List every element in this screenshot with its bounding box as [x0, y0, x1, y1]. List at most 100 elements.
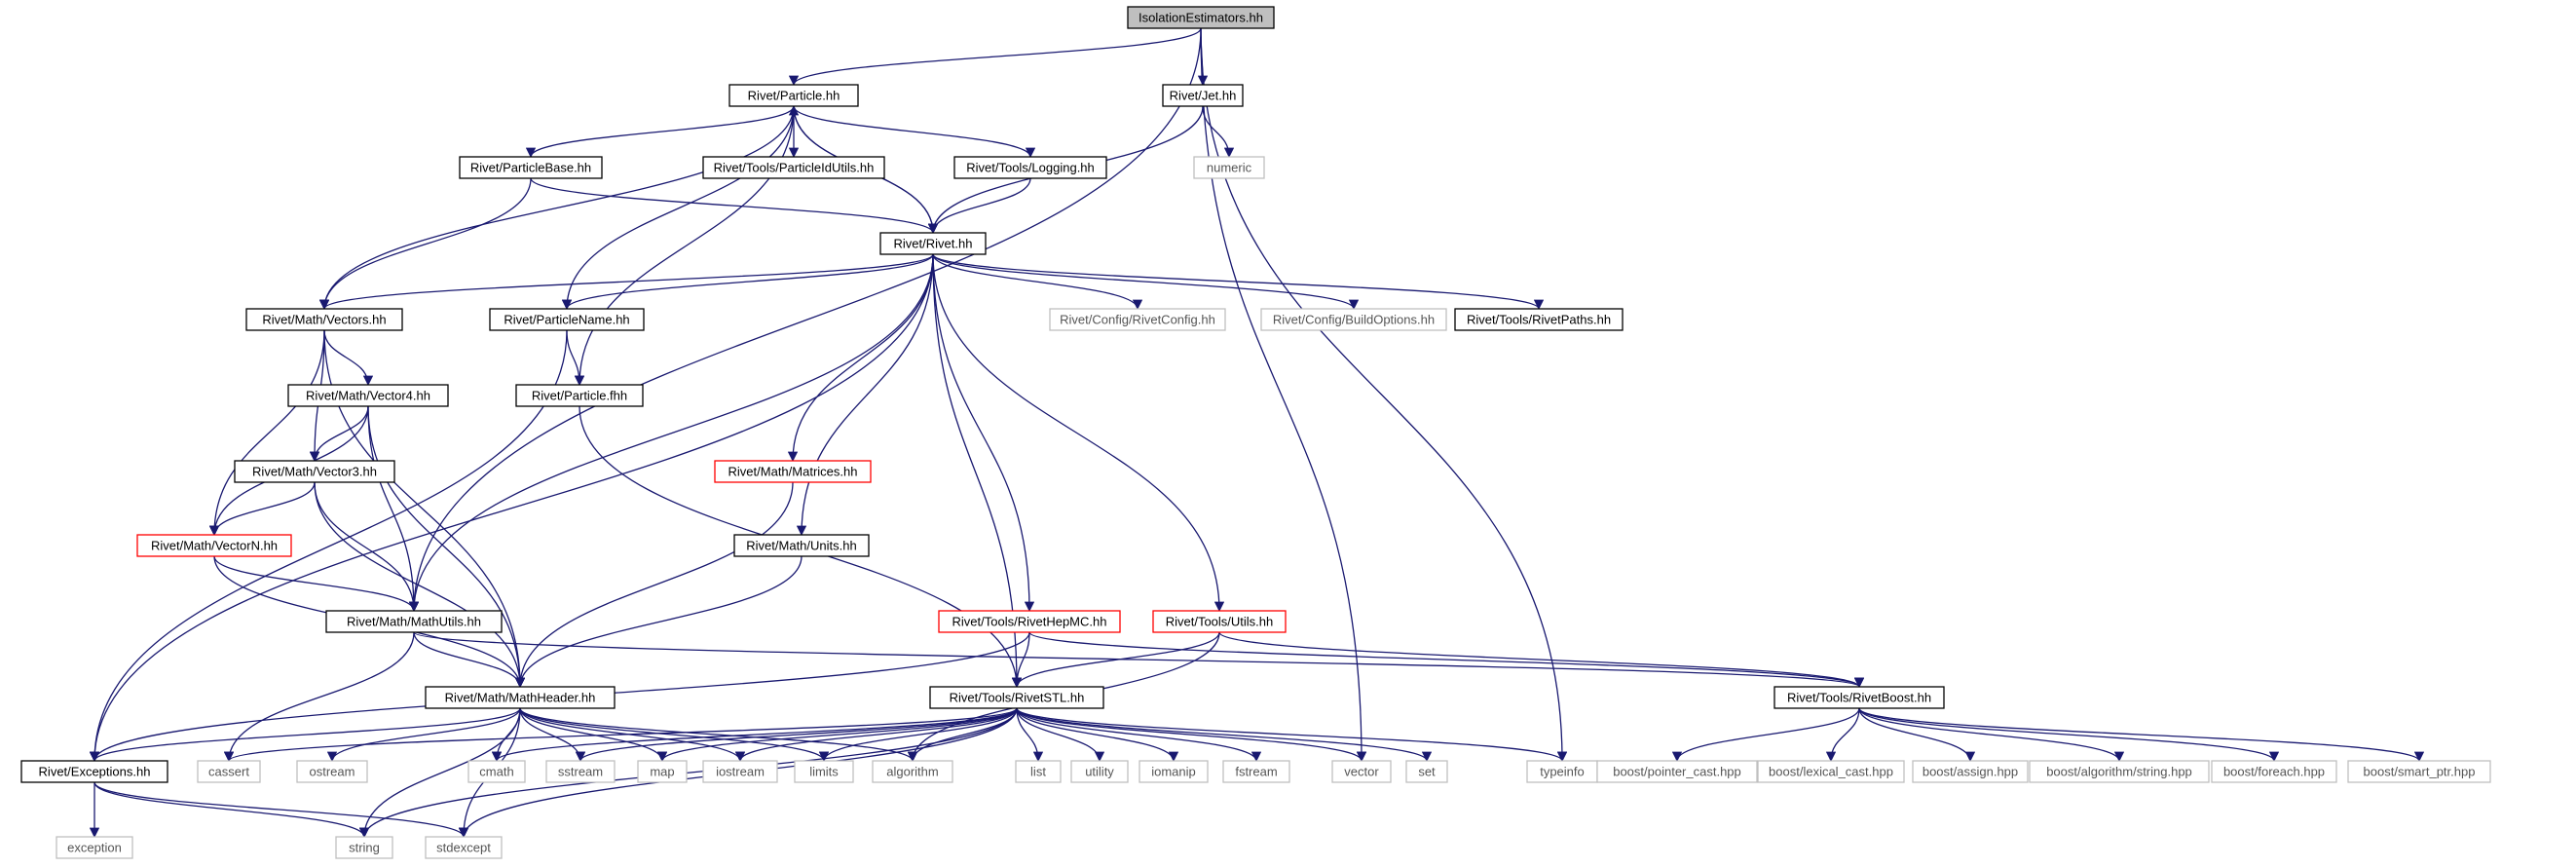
edge-stl-to-cassert	[224, 707, 1018, 763]
edge-rivet-to-mathutils	[408, 253, 934, 613]
node-label: Rivet/Config/BuildOptions.hh	[1273, 313, 1435, 327]
node-label: Rivet/Math/MathHeader.hh	[445, 691, 596, 705]
node-label: boost/smart_ptr.hpp	[2364, 765, 2476, 779]
node-vector3[interactable]: Rivet/Math/Vector3.hh	[234, 460, 395, 483]
edge-stl-to-typeinfo	[1016, 707, 1568, 763]
node-pbase[interactable]: Rivet/ParticleBase.hh	[459, 156, 603, 179]
node-cassert: cassert	[197, 760, 261, 783]
node-mathheader[interactable]: Rivet/Math/MathHeader.hh	[425, 686, 616, 709]
edge-particle-to-logging	[793, 105, 1036, 159]
edge-rivet-to-rconfig	[932, 253, 1143, 311]
node-label: boost/assign.hpp	[1923, 765, 2018, 779]
node-box	[1193, 156, 1265, 179]
edge-vectors-to-vector4	[323, 329, 374, 387]
node-box	[702, 156, 885, 179]
node-box	[929, 686, 1104, 709]
node-hepmc[interactable]: Rivet/Tools/RivetHepMC.hh	[938, 610, 1121, 633]
edge-mathutils-to-cassert	[223, 631, 415, 763]
node-box	[489, 308, 645, 331]
node-label: Rivet/Rivet.hh	[894, 237, 973, 251]
node-list: list	[1015, 760, 1062, 783]
node-label: Rivet/Tools/RivetPaths.hh	[1467, 313, 1611, 327]
node-matrices[interactable]: Rivet/Math/Matrices.hh	[714, 460, 872, 483]
node-label: list	[1030, 765, 1046, 779]
node-box	[287, 384, 449, 407]
node-box	[296, 760, 368, 783]
node-label: map	[650, 765, 674, 779]
node-vector4[interactable]: Rivet/Math/Vector4.hh	[287, 384, 449, 407]
edge-vector4-to-mathutils	[367, 405, 420, 613]
node-vectorn[interactable]: Rivet/Math/VectorN.hh	[136, 534, 292, 557]
node-units[interactable]: Rivet/Math/Units.hh	[733, 534, 870, 557]
edge-stl-to-vector	[1016, 707, 1367, 763]
node-jet[interactable]: Rivet/Jet.hh	[1162, 84, 1244, 107]
node-limits: limits	[794, 760, 854, 783]
node-exceptions[interactable]: Rivet/Exceptions.hh	[20, 760, 168, 783]
node-box	[1454, 308, 1624, 331]
node-logging[interactable]: Rivet/Tools/Logging.hh	[953, 156, 1107, 179]
edge-stl-to-list	[1016, 707, 1044, 763]
edge-mathutils-to-mathheader	[413, 631, 526, 689]
node-label: exception	[67, 841, 122, 855]
node-pname[interactable]: Rivet/ParticleName.hh	[489, 308, 645, 331]
node-particle[interactable]: Rivet/Particle.hh	[728, 84, 859, 107]
node-box	[515, 384, 644, 407]
node-numeric: numeric	[1193, 156, 1265, 179]
edge-rivet-to-hepmc	[932, 253, 1035, 613]
node-box	[234, 460, 395, 483]
node-label: Rivet/Math/Vector3.hh	[252, 465, 377, 479]
edge-boost-to-assign	[1858, 707, 1976, 763]
node-mathutils[interactable]: Rivet/Math/MathUtils.hh	[325, 610, 503, 633]
edge-mathheader-to-ostream	[326, 707, 521, 763]
node-box	[938, 610, 1121, 633]
node-assign: boost/assign.hpp	[1912, 760, 2029, 783]
edge-boost-to-lexcast	[1825, 707, 1860, 763]
node-iomanip: iomanip	[1139, 760, 1209, 783]
node-stl[interactable]: Rivet/Tools/RivetSTL.hh	[929, 686, 1104, 709]
node-label: Rivet/Math/Units.hh	[746, 539, 856, 553]
edge-rivet-to-matrices	[787, 253, 934, 463]
node-pfhh[interactable]: Rivet/Particle.fhh	[515, 384, 644, 407]
node-label: Rivet/Exceptions.hh	[39, 765, 151, 779]
node-box	[335, 836, 393, 859]
node-vectors[interactable]: Rivet/Math/Vectors.hh	[245, 308, 403, 331]
node-box	[425, 836, 503, 859]
node-box	[879, 232, 987, 255]
node-label: boost/pointer_cast.hpp	[1613, 765, 1741, 779]
node-pidutils[interactable]: Rivet/Tools/ParticleIdUtils.hh	[702, 156, 885, 179]
edge-root-to-typeinfo	[1200, 27, 1568, 763]
node-label: string	[349, 841, 380, 855]
node-label: numeric	[1207, 161, 1252, 175]
node-rivet[interactable]: Rivet/Rivet.hh	[879, 232, 987, 255]
node-label: vector	[1344, 765, 1379, 779]
node-label: Rivet/Tools/Logging.hh	[966, 161, 1095, 175]
edge-stl-to-string	[358, 707, 1018, 839]
node-label: limits	[809, 765, 839, 779]
node-label: Rivet/ParticleName.hh	[504, 313, 629, 327]
edge-particle-to-pname	[561, 105, 795, 311]
node-box	[728, 84, 859, 107]
node-algorithm: algorithm	[872, 760, 953, 783]
node-box	[245, 308, 403, 331]
node-label: Rivet/Config/RivetConfig.hh	[1060, 313, 1215, 327]
node-label: Rivet/Tools/RivetHepMC.hh	[952, 615, 1107, 629]
node-box	[733, 534, 870, 557]
node-label: typeinfo	[1540, 765, 1585, 779]
dependency-edges	[89, 27, 2424, 839]
edge-root-to-mathutils	[408, 27, 1202, 613]
node-box	[2029, 760, 2210, 783]
node-rpaths[interactable]: Rivet/Tools/RivetPaths.hh	[1454, 308, 1624, 331]
node-stdexcept: stdexcept	[425, 836, 503, 859]
edge-rivet-to-pname	[561, 253, 934, 311]
node-label: Rivet/Math/MathUtils.hh	[347, 615, 481, 629]
node-label: boost/algorithm/string.hpp	[2046, 765, 2192, 779]
node-boost[interactable]: Rivet/Tools/RivetBoost.hh	[1773, 686, 1945, 709]
node-label: IsolationEstimators.hh	[1139, 11, 1263, 25]
edge-exceptions-to-string	[93, 781, 370, 839]
node-utils[interactable]: Rivet/Tools/Utils.hh	[1152, 610, 1287, 633]
node-box	[714, 460, 872, 483]
edge-rivet-to-rpaths	[932, 253, 1544, 311]
edge-stl-to-sstream	[575, 707, 1018, 763]
edge-vector4-to-mathheader	[367, 405, 526, 689]
